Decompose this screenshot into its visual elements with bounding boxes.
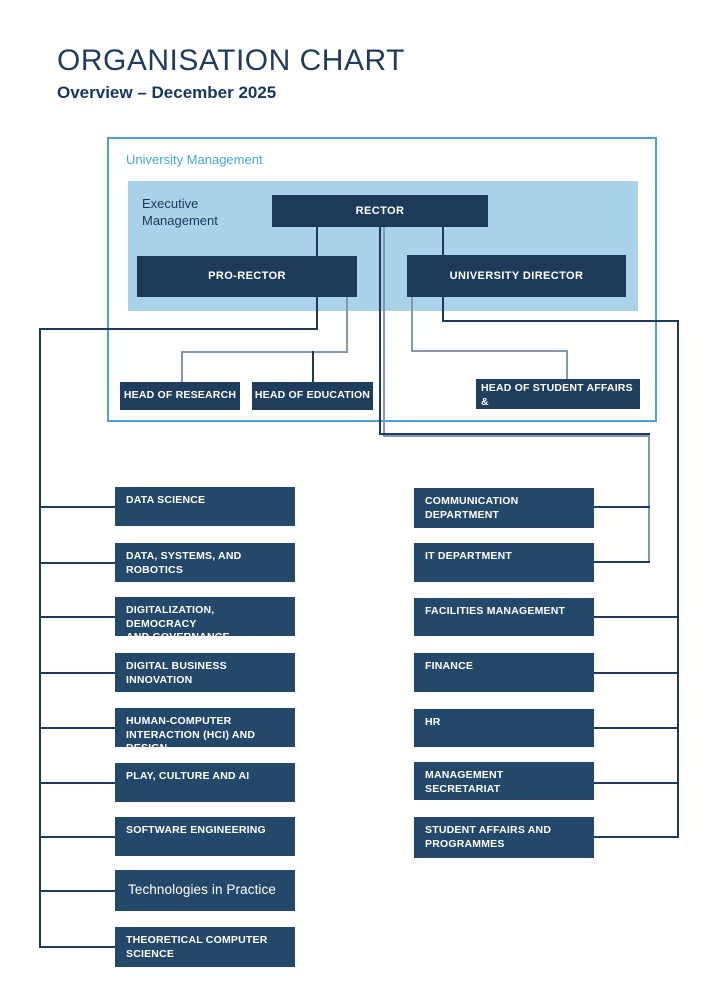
org-node-university-director: UNIVERSITY DIRECTOR bbox=[407, 255, 626, 297]
dept-data-systems-robotics: DATA, SYSTEMS, AND ROBOTICS bbox=[115, 543, 295, 582]
connector-line bbox=[39, 616, 115, 618]
org-node-head-of-student-affairs: HEAD OF STUDENT AFFAIRS & PROGRAMMES bbox=[476, 379, 640, 421]
dept-management-secretariat: MANAGEMENT SECRETARIAT bbox=[414, 762, 594, 800]
dept-finance: FINANCE bbox=[414, 653, 594, 692]
connector-line bbox=[594, 506, 650, 508]
dept-it-department: IT DEPARTMENT bbox=[414, 543, 594, 582]
connector-line bbox=[312, 351, 314, 382]
connector-line bbox=[594, 672, 677, 674]
connector-line bbox=[594, 616, 677, 618]
dept-theoretical-computer-science: THEORETICAL COMPUTER SCIENCE bbox=[115, 927, 295, 967]
connector-line bbox=[594, 727, 677, 729]
dept-student-affairs-programmes: STUDENT AFFAIRS AND PROGRAMMES bbox=[414, 817, 594, 858]
connector-line bbox=[39, 946, 115, 948]
org-node-rector: RECTOR bbox=[272, 195, 488, 227]
connector-line bbox=[383, 435, 650, 437]
connector-line bbox=[594, 561, 650, 563]
connector-line bbox=[316, 227, 318, 256]
connector-line bbox=[39, 782, 115, 784]
connector-line bbox=[594, 836, 677, 838]
connector-line bbox=[442, 227, 444, 255]
connector-line bbox=[594, 782, 677, 784]
connector-line bbox=[39, 672, 115, 674]
connector-line bbox=[346, 297, 348, 352]
dept-digitalization-democracy-governance: DIGITALIZATION, DEMOCRACY AND GOVERNANCE bbox=[115, 597, 295, 643]
connector-line bbox=[383, 227, 385, 435]
dept-play-culture-ai: PLAY, CULTURE AND AI bbox=[115, 763, 295, 802]
dept-communication-department: COMMUNICATION DEPARTMENT bbox=[414, 488, 594, 528]
dept-facilities-management: FACILITIES MANAGEMENT bbox=[414, 598, 594, 636]
page-subtitle: Overview – December 2025 bbox=[57, 83, 277, 102]
connector-line bbox=[411, 297, 413, 351]
connector-line bbox=[39, 562, 115, 564]
connector-line bbox=[39, 890, 115, 892]
connector-line bbox=[39, 727, 115, 729]
dept-hci-design: HUMAN-COMPUTER INTERACTION (HCI) AND DES… bbox=[115, 708, 295, 754]
connector-line bbox=[39, 328, 41, 948]
org-node-pro-rector: PRO-RECTOR bbox=[137, 256, 357, 297]
connector-line bbox=[379, 227, 381, 433]
connector-line bbox=[677, 320, 679, 838]
connector-line bbox=[181, 351, 183, 382]
dept-hr: HR bbox=[414, 709, 594, 747]
executive-management-label: Executive Management bbox=[142, 196, 218, 228]
connector-line bbox=[648, 435, 650, 561]
dept-data-science: DATA SCIENCE bbox=[115, 487, 295, 526]
university-management-frame bbox=[107, 137, 657, 422]
connector-line bbox=[379, 433, 650, 435]
connector-line bbox=[566, 350, 568, 379]
connector-line bbox=[39, 328, 318, 330]
page-title: ORGANISATION CHART bbox=[57, 44, 405, 77]
connector-line bbox=[39, 506, 115, 508]
connector-line bbox=[181, 351, 348, 353]
university-management-label: University Management bbox=[126, 152, 263, 167]
connector-line bbox=[442, 320, 679, 322]
dept-digital-business-innovation: DIGITAL BUSINESS INNOVATION bbox=[115, 653, 295, 692]
dept-technologies-in-practice: Technologies in Practice bbox=[115, 870, 295, 911]
connector-line bbox=[39, 836, 115, 838]
connector-line bbox=[442, 297, 444, 321]
connector-line bbox=[316, 297, 318, 328]
dept-software-engineering: SOFTWARE ENGINEERING bbox=[115, 817, 295, 856]
org-node-head-of-research: HEAD OF RESEARCH bbox=[120, 382, 240, 410]
org-node-head-of-education: HEAD OF EDUCATION bbox=[252, 382, 373, 410]
connector-line bbox=[411, 350, 568, 352]
